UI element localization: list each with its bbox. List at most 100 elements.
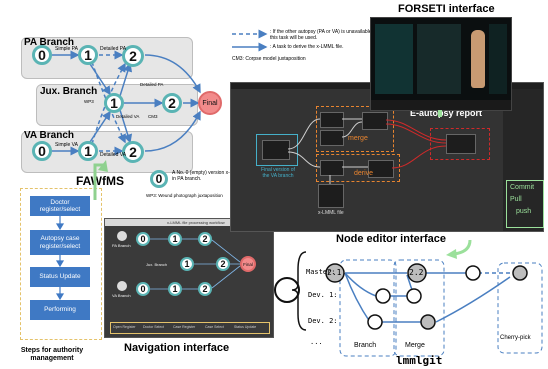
git-node-dev1-a — [375, 288, 391, 304]
editor-node-derive-a[interactable] — [320, 160, 344, 176]
fawfms-node-0: 0 — [150, 170, 168, 188]
eautopsy-title: E-autopsy report — [410, 108, 483, 118]
forseti-window — [370, 17, 512, 111]
forseti-panel-mid — [417, 24, 461, 94]
forseti-title: FORSETI interface — [398, 3, 495, 15]
derive-frame — [316, 154, 400, 182]
legend-solid: : A task to derive the x-LMML file. — [270, 44, 344, 50]
legend-dashed: : If the other autopsy (PA or VA) is una… — [270, 29, 373, 41]
nav-final-node[interactable]: Final — [240, 256, 256, 272]
body-model-image — [471, 30, 485, 88]
editor-node-xlmml[interactable] — [318, 184, 344, 208]
fawfms-title: FAWfMS — [76, 174, 124, 188]
git-row-ellipsis: ... — [310, 338, 323, 346]
nav-button-open-register[interactable]: Open Register — [113, 325, 136, 329]
merge-label: merge — [348, 135, 368, 142]
nav-node-jux-2[interactable]: 2 — [216, 257, 230, 271]
git-node-cherry — [512, 265, 528, 281]
editor-node-merge-b[interactable] — [320, 130, 344, 146]
nav-va-label: VA Branch — [112, 293, 131, 298]
final-version-label: Final version of the VA branch — [261, 167, 295, 179]
pull-label[interactable]: Pull — [510, 196, 522, 203]
step-doctor-register[interactable]: Doctor register/select — [30, 196, 90, 216]
forseti-panel-right — [489, 24, 507, 94]
xlmml-label: x-LMML file — [318, 210, 344, 216]
merge-frame — [316, 106, 394, 152]
editor-node-merge-out[interactable] — [362, 112, 388, 130]
jux-node-2: 2 — [162, 93, 182, 113]
editor-node-derive-out[interactable] — [368, 160, 394, 178]
editor-node-merge-a[interactable] — [320, 112, 344, 128]
git-node-master-2-1 — [325, 263, 345, 283]
jux-edge-label-3: CM3 — [148, 114, 158, 119]
node-editor-title: Node editor interface — [336, 233, 447, 245]
final-version-frame — [256, 134, 298, 166]
git-node-dev2-b — [420, 314, 436, 330]
nav-node-pa-2[interactable]: 2 — [198, 232, 212, 246]
nav-button-case-register[interactable]: Case Register — [173, 325, 196, 329]
editor-node-output[interactable] — [446, 134, 476, 154]
nav-pa-label: PA Branch — [112, 243, 131, 248]
nav-button-bar — [110, 322, 270, 334]
git-row-master: Master: — [306, 268, 336, 276]
nav-node-va-0[interactable]: 0 — [136, 282, 150, 296]
nav-node-va-1[interactable]: 1 — [168, 282, 182, 296]
steps-caption: Steps for authority management — [20, 347, 84, 363]
lmmlgit-title: lmmlgit — [396, 354, 443, 367]
git-group-merge: Merge — [405, 342, 425, 349]
va-node-1: 1 — [78, 141, 98, 161]
git-group-branch: Branch — [354, 342, 377, 349]
nav-jux-label: Jux. Branch — [146, 262, 168, 267]
navigation-window-title: x-LMML file processing workflow — [167, 220, 225, 225]
nav-va-icon — [117, 281, 127, 291]
git-group-cherry: Cherry-pick — [500, 335, 531, 341]
navigation-window: x-LMML file processing workflow — [104, 218, 274, 338]
nav-button-status-update[interactable]: Status Update — [234, 325, 257, 329]
editor-node-final[interactable] — [262, 140, 290, 160]
git-node-dev2-a — [367, 314, 383, 330]
node-editor-sidebar — [503, 89, 543, 231]
jux-branch-title: Jux. Branch — [40, 86, 98, 97]
step-status-update[interactable]: Status Update — [30, 267, 90, 287]
pa-edge-label-2: Detailed PA — [100, 46, 127, 52]
pa-node-2: 2 — [122, 45, 144, 67]
va-branch-title: VA Branch — [24, 130, 75, 141]
commit-frame — [506, 180, 544, 228]
jux-edge-label-1: WP3 — [84, 99, 94, 104]
steps-frame — [20, 188, 102, 340]
git-node-master-2-2 — [407, 263, 427, 283]
pa-node-1: 1 — [78, 45, 98, 65]
push-label[interactable]: push — [516, 208, 532, 215]
git-node-master-3 — [465, 265, 481, 281]
forseti-statusbar — [371, 100, 511, 110]
git-node-dev1-b — [406, 288, 422, 304]
va-edge-label-1: Simple VA — [55, 142, 78, 148]
derive-label: derive — [354, 170, 374, 177]
jux-edge-label-2: Detailed PA — [140, 82, 164, 87]
va-node-2: 2 — [122, 141, 144, 163]
nav-node-pa-1[interactable]: 1 — [168, 232, 182, 246]
legend-cm: CM3: Corpse model juxtaposition — [232, 56, 306, 62]
step-performing[interactable]: Performing — [30, 300, 90, 320]
nav-button-doctor-select[interactable]: Doctor Select — [143, 325, 165, 329]
jux-edge-label-4: Detailed VA — [116, 114, 140, 119]
fawfms-note-1: A No. 0 (empty) version x-LMML file in P… — [172, 170, 252, 183]
commit-label[interactable]: Commit — [510, 184, 535, 191]
pa-edge-label-1: Simple PA — [55, 46, 78, 52]
output-frame — [430, 128, 490, 160]
nav-button-case-select[interactable]: Case Select — [205, 325, 224, 329]
nav-node-pa-0[interactable]: 0 — [136, 232, 150, 246]
nav-node-va-2[interactable]: 2 — [198, 282, 212, 296]
step-autopsy-case-register[interactable]: Autopsy case register/select — [30, 230, 90, 255]
navigation-title: Navigation interface — [124, 342, 230, 354]
va-node-0: 0 — [32, 141, 52, 161]
final-node: Final — [198, 91, 222, 115]
git-row-dev1: Dev. 1: — [308, 291, 338, 299]
nav-node-jux-1[interactable]: 1 — [180, 257, 194, 271]
